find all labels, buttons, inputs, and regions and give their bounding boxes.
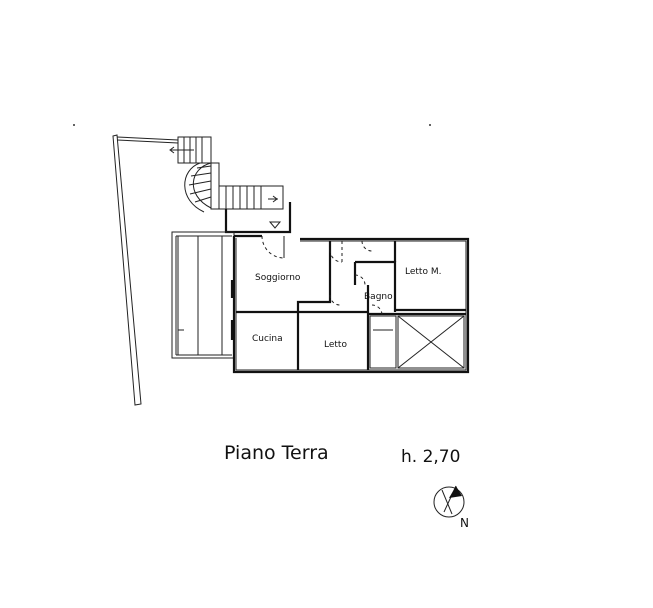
room-label-letto: Letto	[324, 340, 347, 350]
room-label-letto-m: Letto M.	[405, 267, 441, 277]
north-label: N	[460, 516, 469, 530]
void-area	[369, 315, 465, 369]
registration-dot-right	[429, 124, 431, 126]
house-walls	[230, 234, 470, 374]
ceiling-height: h. 2,70	[401, 447, 460, 467]
plan-title: Piano Terra	[224, 442, 329, 464]
registration-dot-left	[73, 124, 75, 126]
north-arrow-icon	[433, 485, 465, 518]
external-staircase	[169, 136, 292, 234]
room-label-bagno: Bagno	[364, 292, 393, 302]
boundary-wall	[112, 134, 179, 406]
room-label-soggiorno: Soggiorno	[255, 273, 301, 283]
room-label-cucina: Cucina	[252, 334, 283, 344]
veranda	[171, 231, 235, 359]
